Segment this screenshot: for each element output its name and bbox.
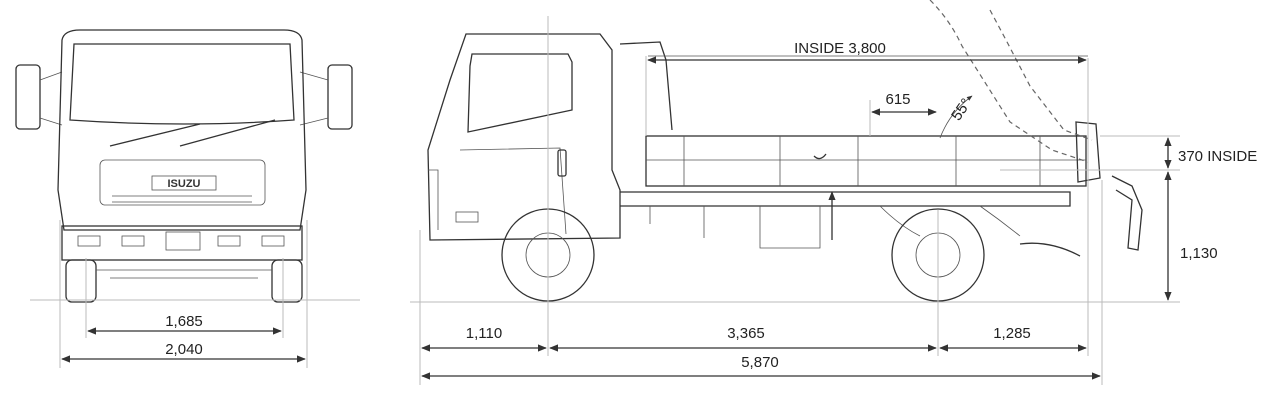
side-view: INSIDE 3,800 615 55° 370 INSIDE 1,130 1,… (410, 0, 1257, 385)
front-cab-outline (57, 29, 307, 231)
side-window (467, 53, 573, 133)
side-cab-outline (427, 33, 621, 241)
dim-rear-overhang: 1,285 (993, 325, 1031, 342)
dim-inside-height: 370 INSIDE (1178, 148, 1257, 165)
dim-track: 1,685 (165, 313, 203, 330)
right-mirror (299, 64, 353, 130)
tipper-body (645, 135, 1087, 187)
left-mirror (15, 64, 63, 130)
front-left-wheel (65, 259, 97, 303)
tip-angle: 55° (948, 96, 975, 124)
brand-badge: ISUZU (168, 178, 201, 190)
dim-overall-width: 2,040 (165, 341, 203, 358)
dim-wheelbase: 3,365 (727, 325, 765, 342)
dim-gate: 615 (885, 91, 910, 108)
tip-angle-arc (939, 95, 973, 139)
windshield (69, 43, 295, 125)
dim-overall-length: 5,870 (741, 354, 779, 371)
front-bumper (61, 225, 303, 261)
dim-floor-height: 1,130 (1180, 245, 1218, 262)
tipping-arc (929, 0, 1093, 163)
dim-inside-length: INSIDE 3,800 (794, 40, 886, 57)
dim-front-overhang: 1,110 (466, 325, 502, 342)
tailgate (1075, 121, 1101, 183)
front-view: ISUZU 1,685 2,040 (15, 29, 360, 368)
front-right-wheel (271, 259, 303, 303)
